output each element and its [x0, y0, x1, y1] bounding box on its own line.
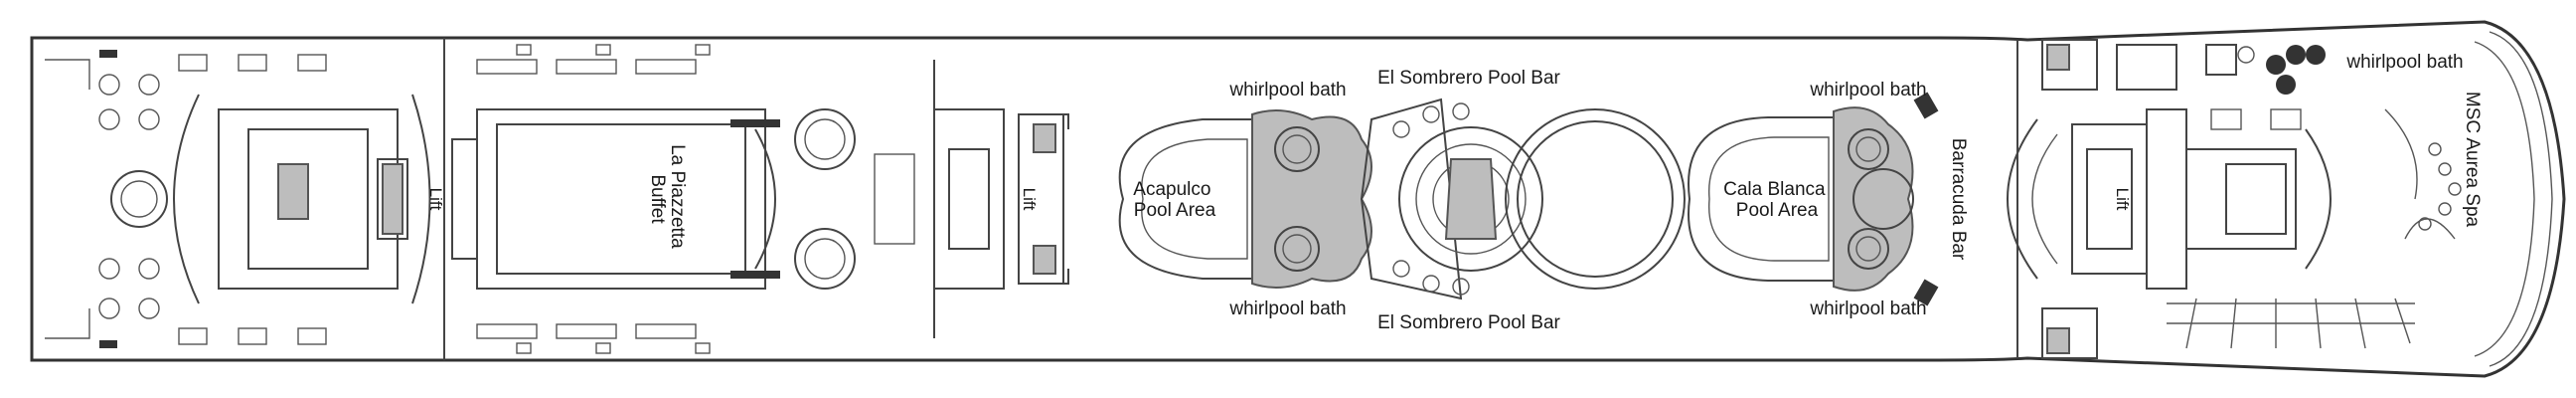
whirlpool-label-spa: whirlpool bath: [2345, 52, 2463, 73]
aft-deck: [45, 50, 431, 348]
buffet-area: [451, 44, 915, 354]
buffet-label-line2: Buffet: [647, 174, 668, 224]
mid-lift-area: [933, 108, 1069, 290]
sombrero-pool-bar: [1360, 98, 1543, 300]
cala-blanca-pool-area: [1688, 92, 1939, 306]
cala-blanca-pool-label: Cala Blanca Pool Area: [1723, 179, 1831, 221]
cala-blanca-pool-label-line1: Cala Blanca: [1723, 179, 1826, 200]
forward-deck: [2007, 39, 2462, 359]
buffet-label: La Piazzetta Buffet: [647, 144, 688, 254]
buffet-label-line1: La Piazzetta: [667, 144, 688, 249]
bow-rail-inner: [2474, 41, 2535, 357]
central-pool: [1505, 108, 1686, 290]
acapulco-pool-label-line1: Acapulco: [1133, 179, 1210, 200]
acapulco-pool-label: Acapulco Pool Area: [1133, 179, 1215, 221]
bow-rail: [2489, 31, 2553, 367]
barracuda-bar-label: Barracuda Bar: [1948, 138, 1969, 261]
lift-label-mid: Lift: [1020, 188, 1039, 211]
lift-label-aft: Lift: [426, 188, 445, 211]
sombrero-bar-label-bottom: El Sombrero Pool Bar: [1377, 312, 1560, 333]
whirlpool-label-acapulco-top: whirlpool bath: [1228, 80, 1346, 100]
sombrero-bar-label-top: El Sombrero Pool Bar: [1377, 68, 1560, 89]
acapulco-pool-label-line2: Pool Area: [1134, 200, 1216, 221]
whirlpool-label-acapulco-bottom: whirlpool bath: [1228, 298, 1346, 319]
whirlpool-label-cala-top: whirlpool bath: [1809, 80, 1926, 100]
lift-label-fwd: Lift: [2113, 188, 2132, 211]
whirlpool-label-cala-bottom: whirlpool bath: [1809, 298, 1926, 319]
cala-blanca-pool-label-line2: Pool Area: [1736, 200, 1819, 221]
spa-label: MSC Aurea Spa: [2462, 92, 2483, 228]
